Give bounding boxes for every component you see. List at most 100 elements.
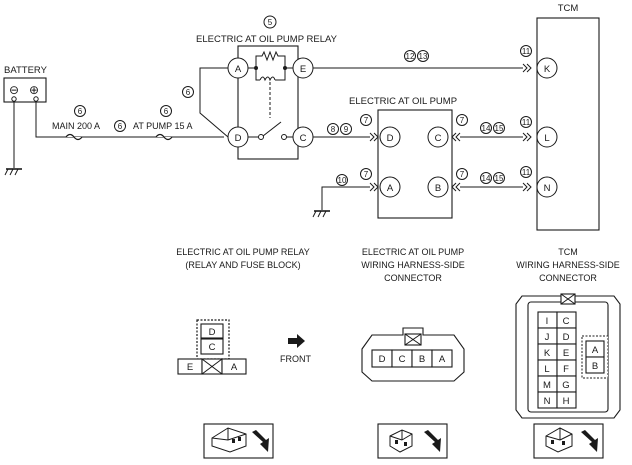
relay-terminal-a: A [227,57,249,79]
tcm-connector-face: I J K L M N C D E F G H A B [515,293,621,419]
svg-text:ELECTRIC AT OIL PUMP RELAY: ELECTRIC AT OIL PUMP RELAY [176,247,310,257]
svg-text:(RELAY AND FUSE BLOCK): (RELAY AND FUSE BLOCK) [185,260,300,270]
svg-text:7: 7 [364,116,369,125]
svg-text:14: 14 [482,124,491,133]
svg-text:L: L [544,133,549,144]
svg-text:A: A [439,354,446,365]
svg-text:A: A [387,183,394,194]
svg-text:N: N [544,183,551,194]
svg-text:C: C [300,133,307,144]
circled-number: 7 [360,114,372,126]
tcm-connector-caption: TCM WIRING HARNESS-SIDE CONNECTOR [516,247,620,283]
relay-switch-icon [248,121,294,140]
circled-number: 13 [417,50,429,62]
connector-chevrons [369,63,532,192]
svg-text:E: E [563,348,569,359]
svg-text:ELECTRIC AT OIL PUMP: ELECTRIC AT OIL PUMP [362,247,464,257]
svg-text:9: 9 [344,125,349,134]
svg-text:B: B [435,183,441,194]
pump-ground-icon [312,210,330,218]
circled-number: 11 [520,116,532,128]
main-fuse-label: MAIN 200 A [52,121,100,131]
tcm-terminal-n: N [536,176,558,198]
pump-terminal-a: A [379,176,401,198]
svg-text:15: 15 [495,174,504,183]
svg-text:H: H [563,396,570,407]
relay-connector-caption: ELECTRIC AT OIL PUMP RELAY (RELAY AND FU… [176,247,310,270]
svg-text:D: D [235,133,242,144]
svg-text:TCM: TCM [558,247,578,257]
battery-minus-icon: ⊖ [9,83,19,97]
relay-title: ELECTRIC AT OIL PUMP RELAY [196,34,338,45]
svg-text:C: C [209,342,216,353]
svg-text:C: C [435,133,442,144]
svg-text:CONNECTOR: CONNECTOR [384,273,442,283]
svg-text:K: K [544,64,551,75]
circled-number: 8 [327,123,339,135]
circled-number: 14 [480,172,492,184]
pump-connector-caption: ELECTRIC AT OIL PUMP WIRING HARNESS-SIDE… [361,247,465,283]
svg-text:A: A [592,345,599,356]
svg-text:7: 7 [460,170,465,179]
circled-number: 6 [160,105,172,117]
circled-number: 10 [336,174,348,186]
svg-text:14: 14 [482,174,491,183]
circled-number: 5 [263,15,277,29]
battery-plus-icon: ⊕ [29,83,39,97]
svg-text:L: L [544,364,549,375]
relay-connector-face: D C E A [177,319,247,375]
tcm-title: TCM [558,3,579,14]
circled-number: 15 [493,122,505,134]
svg-text:CONNECTOR: CONNECTOR [539,273,597,283]
pump-title: ELECTRIC AT OIL PUMP [349,96,457,107]
pump-fuse-icon [155,133,173,141]
svg-text:E: E [300,64,306,75]
svg-text:A: A [235,64,242,75]
main-fuse-icon [65,133,83,141]
front-arrow-icon [288,334,305,348]
svg-text:15: 15 [495,124,504,133]
circled-number: 9 [340,123,352,135]
svg-text:5: 5 [268,18,273,27]
svg-text:D: D [379,354,386,365]
svg-text:K: K [544,348,551,359]
circled-number: 7 [456,114,468,126]
circled-number: 7 [360,168,372,180]
svg-text:6: 6 [78,107,83,116]
circled-number: 11 [520,45,532,57]
circled-number: 12 [404,50,416,62]
pump-terminal-c: C [427,126,449,148]
svg-text:B: B [419,354,425,365]
svg-text:N: N [544,396,551,407]
svg-text:6: 6 [186,88,191,97]
svg-text:6: 6 [164,107,169,116]
svg-text:6: 6 [118,122,123,131]
circled-number: 11 [520,166,532,178]
relay-terminal-e: E [292,57,314,79]
svg-text:F: F [563,364,569,375]
svg-text:C: C [399,354,406,365]
pump-terminal-d: D [379,126,401,148]
circled-number: 7 [456,168,468,180]
circled-number: 6 [114,120,126,132]
svg-text:J: J [545,332,550,343]
relay-terminal-d: D [227,126,249,148]
svg-text:G: G [562,380,569,391]
front-label: FRONT [280,354,311,364]
svg-text:13: 13 [419,52,428,61]
relay-feed-wire [199,67,229,138]
pump-ground-wire [321,186,370,210]
svg-text:7: 7 [364,170,369,179]
circled-number: 15 [493,172,505,184]
svg-text:WIRING HARNESS-SIDE: WIRING HARNESS-SIDE [516,260,620,270]
svg-text:11: 11 [522,168,531,177]
tcm-terminal-l: L [536,126,558,148]
probe-insert-icon [533,423,604,459]
svg-text:7: 7 [460,116,465,125]
svg-text:C: C [563,316,570,327]
svg-text:M: M [543,380,551,391]
svg-text:11: 11 [522,118,531,127]
main-power-wire [35,101,224,138]
svg-text:11: 11 [522,47,531,56]
tcm-terminal-k: K [536,57,558,79]
